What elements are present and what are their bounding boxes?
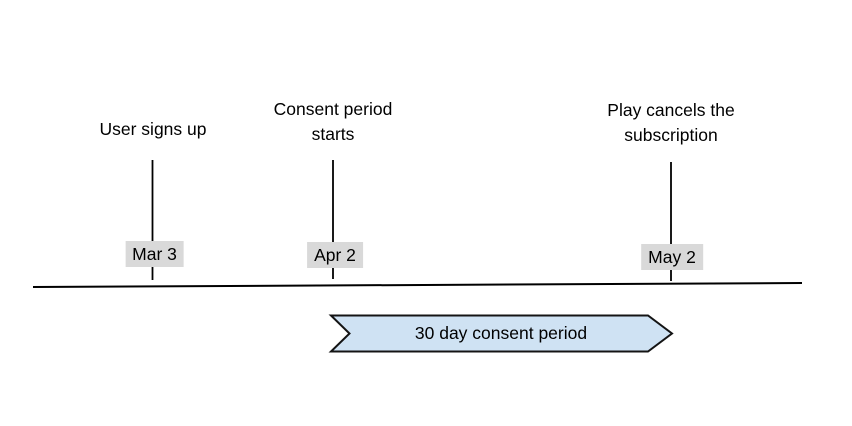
event-title-consent-start: Consent period starts bbox=[213, 97, 453, 147]
date-chip-consent-start: Apr 2 bbox=[307, 242, 363, 268]
date-chip-signup: Mar 3 bbox=[125, 241, 184, 267]
event-title-cancel: Play cancels the subscription bbox=[551, 98, 791, 148]
event-title-line: subscription bbox=[624, 125, 718, 145]
timeline-axis-line bbox=[32, 282, 803, 288]
event-title-line: User signs up bbox=[99, 119, 207, 139]
event-title-line: Play cancels the bbox=[607, 100, 735, 120]
event-title-signup: User signs up bbox=[33, 117, 273, 142]
date-chip-cancel: May 2 bbox=[641, 244, 703, 270]
consent-banner-shape bbox=[328, 314, 674, 353]
event-title-line: Consent period bbox=[273, 99, 393, 119]
consent-banner-label: 30 day consent period bbox=[414, 323, 588, 343]
event-title-line: starts bbox=[311, 124, 355, 144]
